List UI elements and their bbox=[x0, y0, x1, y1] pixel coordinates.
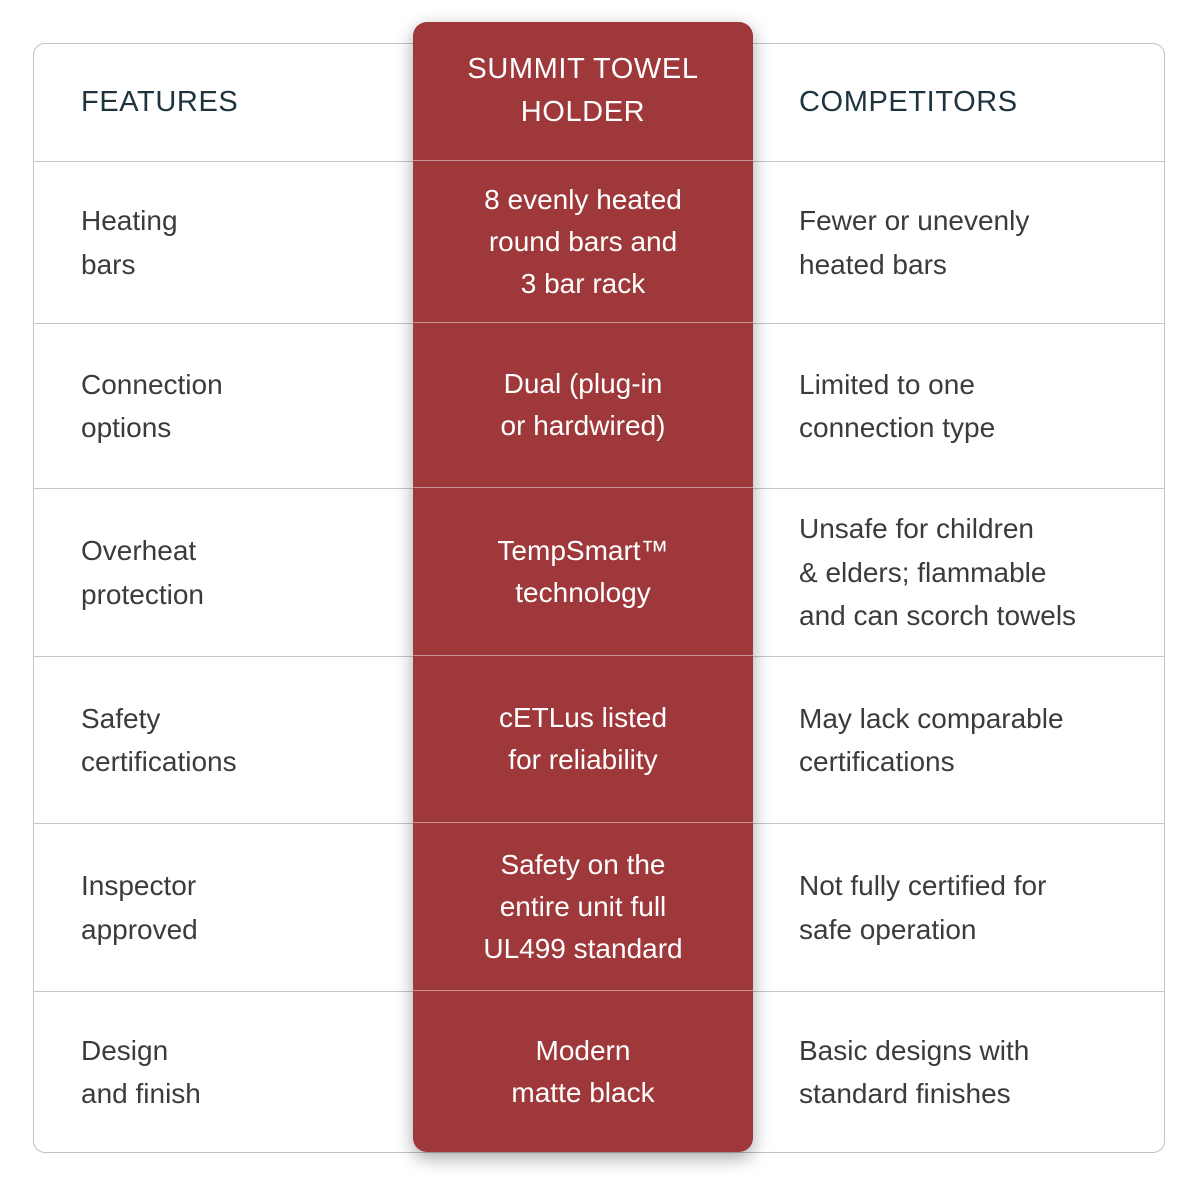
competitor-cell: Limited to one connection type bbox=[799, 368, 996, 443]
table-row: Fewer or unevenly heated bars bbox=[754, 161, 1164, 323]
header-cell-competitors: COMPETITORS bbox=[754, 44, 1164, 161]
table-row: May lack comparable certifications bbox=[754, 656, 1164, 823]
table-row: Inspector approved bbox=[34, 823, 414, 991]
feature-cell: Overheat protection bbox=[81, 535, 204, 610]
table-row: Not fully certified for safe operation bbox=[754, 823, 1164, 991]
feature-cell: Heating bars bbox=[81, 205, 178, 280]
table-row: Limited to one connection type bbox=[754, 323, 1164, 488]
product-cell-text: TempSmart™ technology bbox=[497, 534, 669, 608]
header-cell-features: FEATURES bbox=[34, 44, 414, 161]
product-column-header: SUMMIT TOWEL HOLDER bbox=[413, 22, 753, 160]
product-cell-text: cETLus listed for reliability bbox=[498, 702, 668, 775]
product-column-title: SUMMIT TOWEL HOLDER bbox=[467, 52, 699, 129]
product-cell: Dual (plug-in or hardwired) bbox=[413, 322, 753, 487]
competitor-cell: Not fully certified for safe operation bbox=[799, 870, 1047, 945]
product-cell-text: Dual (plug-in or hardwired) bbox=[500, 368, 666, 441]
product-cell: TempSmart™ technology bbox=[413, 487, 753, 655]
table-row: Unsafe for children & elders; flammable … bbox=[754, 488, 1164, 656]
competitor-cell: Unsafe for children & elders; flammable … bbox=[799, 513, 1077, 632]
table-row: Basic designs with standard finishes bbox=[754, 991, 1164, 1152]
competitor-cell: Basic designs with standard finishes bbox=[799, 1034, 1030, 1109]
table-row: Connection options bbox=[34, 323, 414, 488]
features-column-title: FEATURES bbox=[81, 86, 239, 118]
feature-cell: Inspector approved bbox=[81, 870, 198, 945]
table-row: Design and finish bbox=[34, 991, 414, 1152]
product-cell-text: 8 evenly heated round bars and 3 bar rac… bbox=[484, 183, 682, 299]
feature-cell: Connection options bbox=[81, 368, 223, 443]
competitors-column-title: COMPETITORS bbox=[799, 86, 1018, 118]
competitor-cell: May lack comparable certifications bbox=[799, 702, 1064, 777]
table-row: Heating bars bbox=[34, 161, 414, 323]
feature-cell: Safety certifications bbox=[81, 702, 237, 777]
product-cell-text: Modern matte black bbox=[511, 1034, 655, 1108]
table-row: Safety certifications bbox=[34, 656, 414, 823]
product-cell: Modern matte black bbox=[413, 990, 753, 1152]
product-cell-text: Safety on the entire unit full UL499 sta… bbox=[483, 848, 683, 964]
product-cell: 8 evenly heated round bars and 3 bar rac… bbox=[413, 160, 753, 322]
table-row: Overheat protection bbox=[34, 488, 414, 656]
feature-cell: Design and finish bbox=[81, 1034, 201, 1109]
product-cell: cETLus listed for reliability bbox=[413, 655, 753, 822]
product-column-panel: SUMMIT TOWEL HOLDER 8 evenly heated roun… bbox=[413, 22, 753, 1152]
product-cell: Safety on the entire unit full UL499 sta… bbox=[413, 822, 753, 990]
competitor-cell: Fewer or unevenly heated bars bbox=[799, 205, 1030, 280]
